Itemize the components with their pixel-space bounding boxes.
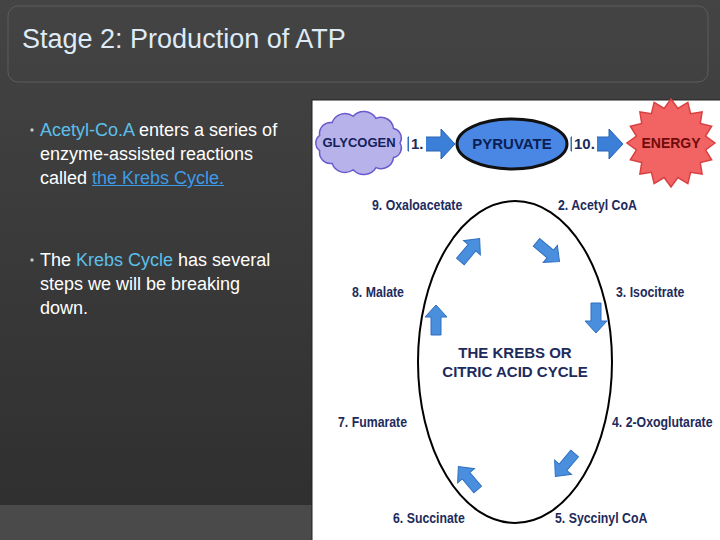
bullet-paragraph: Acetyl-Co.A enters a series of enzyme-as… xyxy=(40,118,278,190)
cycle-step-label: 2. Acetyl CoA xyxy=(558,196,637,214)
edge-label-holder: 1. xyxy=(409,135,426,153)
label-holder: 4. 2-Oxoglutarate xyxy=(612,413,720,431)
label-holder: 7. Fumarate xyxy=(338,413,422,431)
node-label: THE KREBS OR CITRIC ACID CYCLE xyxy=(439,343,591,381)
ellipse-shape xyxy=(457,119,567,169)
cloud-shape xyxy=(316,111,401,174)
label-holder: 9. Oxaloacetate xyxy=(372,196,482,214)
cycle-step-label: 5. Syccinyl CoA xyxy=(555,509,647,527)
bullet-dot xyxy=(30,258,33,261)
cycle-step-label: 3. Isocitrate xyxy=(616,283,684,301)
cycle-arrow xyxy=(585,303,607,333)
bullet-paragraph: The Krebs Cycle has several steps we wil… xyxy=(40,248,278,320)
label-holder: 5. Syccinyl CoA xyxy=(555,509,668,527)
block-arrow xyxy=(571,129,623,159)
highlight-term: Krebs Cycle xyxy=(76,250,173,270)
link-text: the Krebs Cycle. xyxy=(92,168,224,188)
cycle-arrow xyxy=(529,234,566,270)
cycle-arrow xyxy=(452,231,488,268)
highlight-term: Acetyl-Co.A xyxy=(40,120,134,140)
step-number: 10. xyxy=(572,135,597,153)
illustration-panel xyxy=(312,100,720,540)
cycle-step-label: 6. Succinate xyxy=(393,509,465,527)
node-label: ENERGY xyxy=(641,135,700,152)
cycle-arrow xyxy=(425,305,447,335)
label-holder: 8. Malate xyxy=(352,283,415,301)
label-holder: 3. Isocitrate xyxy=(616,283,699,301)
pyruvate-ellipse: PYRUVATE xyxy=(455,117,569,171)
block-arrow xyxy=(408,129,455,159)
slide-title: Stage 2: Production of ATP xyxy=(22,22,346,56)
node-label: GLYCOGEN xyxy=(322,135,395,151)
cycle-ring: THE KREBS OR CITRIC ACID CYCLE xyxy=(417,200,613,524)
bullet-dot xyxy=(30,128,33,131)
ring-outline xyxy=(417,200,613,524)
cycle-arrow xyxy=(450,459,486,496)
energy-starburst: ENERGY xyxy=(623,97,719,189)
edge-label-holder: 10. xyxy=(572,135,597,153)
cycle-ellipse xyxy=(418,201,612,523)
cycle-step-label: 7. Fumarate xyxy=(338,413,407,431)
bottom-band xyxy=(0,505,312,540)
cycle-arrows xyxy=(425,231,607,496)
starburst-shape xyxy=(627,99,715,187)
bullet-text: The xyxy=(40,250,71,270)
cycle-arrow xyxy=(547,446,583,483)
node-label: PYRUVATE xyxy=(472,135,551,153)
cycle-step-label: 4. 2-Oxoglutarate xyxy=(612,413,712,431)
title-holder: Stage 2: Production of ATP xyxy=(22,22,346,56)
cycle-step-label: 9. Oxaloacetate xyxy=(372,196,462,214)
cycle-step-label: 8. Malate xyxy=(352,283,404,301)
title-frame xyxy=(8,6,708,82)
label-holder: 2. Acetyl CoA xyxy=(558,196,654,214)
glycogen-cloud: GLYCOGEN xyxy=(312,110,406,176)
label-holder: 6. Succinate xyxy=(393,509,481,527)
step-number: 1. xyxy=(409,135,426,153)
